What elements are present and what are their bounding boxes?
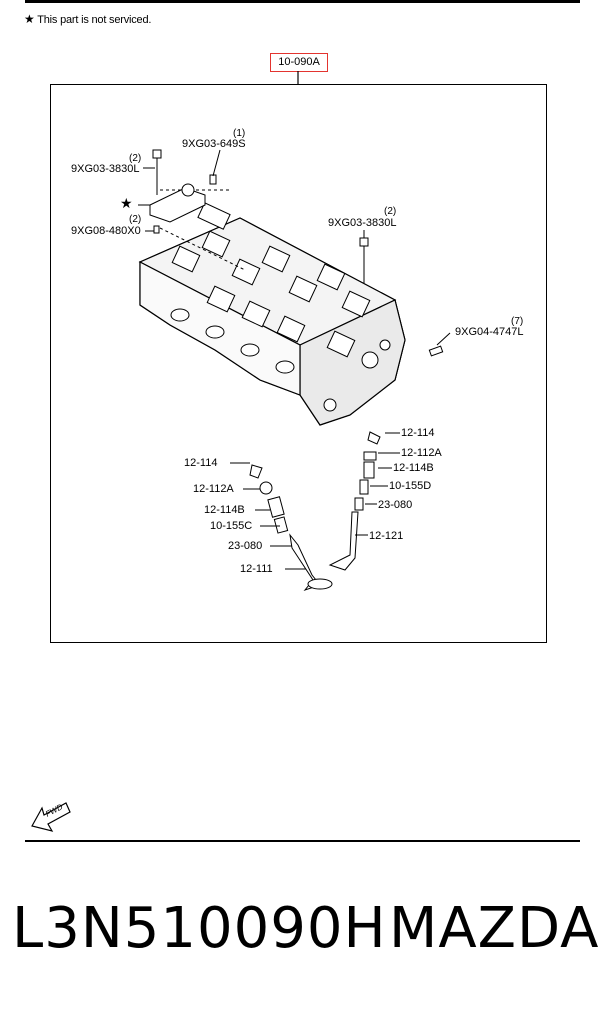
valve-part-code[interactable]: 12-114B (204, 504, 245, 516)
bracket-part (149, 183, 206, 223)
callout-part-code[interactable]: 9XG08-480X0 (71, 225, 141, 237)
note-text: This part is not serviced. (37, 14, 152, 26)
callout-part-code[interactable]: 9XG04-4747L (455, 326, 524, 338)
valve-part-code[interactable]: 10-155C (210, 520, 253, 532)
star-icon: ★ (24, 12, 35, 26)
callout-qty: (2) (129, 214, 142, 225)
ports (170, 308, 391, 412)
valve-part-code[interactable]: 12-114 (184, 457, 218, 469)
valve-part-code[interactable]: 12-112A (401, 447, 442, 459)
cam-towers (171, 202, 371, 358)
valve-part-code[interactable]: 12-114B (393, 462, 434, 474)
bottom-rule (25, 840, 580, 842)
fwd-arrow-icon (31, 802, 71, 832)
brand-name: MAZDA (389, 896, 600, 961)
part-number: L3N510090H (12, 896, 387, 961)
callout-qty: (1) (233, 128, 246, 139)
callout-qty: (7) (511, 316, 524, 327)
diagram-frame (50, 84, 547, 643)
valve-part-code[interactable]: 23-080 (378, 499, 413, 511)
callout-qty: (2) (129, 153, 142, 164)
callout-qty: (2) (384, 206, 397, 217)
valve-part-code[interactable]: 10-155D (389, 480, 432, 492)
assembly-ref-code[interactable]: 10-090A (270, 53, 328, 72)
valve-left (230, 462, 333, 592)
star-icon: ★ (120, 195, 133, 211)
not-serviced-note: ★ This part is not serviced. (24, 12, 151, 26)
callout-part-code[interactable]: 9XG03-3830L (71, 163, 140, 175)
callout-part-code[interactable]: 9XG03-3830L (328, 217, 397, 229)
valve-part-code[interactable]: 12-112A (193, 483, 234, 495)
valve-part-code[interactable]: 12-111 (240, 563, 273, 575)
valve-part-code[interactable]: 23-080 (228, 540, 263, 552)
valve-part-code[interactable]: 12-121 (369, 530, 404, 542)
valve-part-code[interactable]: 12-114 (401, 427, 435, 439)
callout-part-code[interactable]: 9XG03-649S (182, 138, 246, 150)
top-rule (25, 0, 580, 3)
valve-right (328, 431, 400, 571)
